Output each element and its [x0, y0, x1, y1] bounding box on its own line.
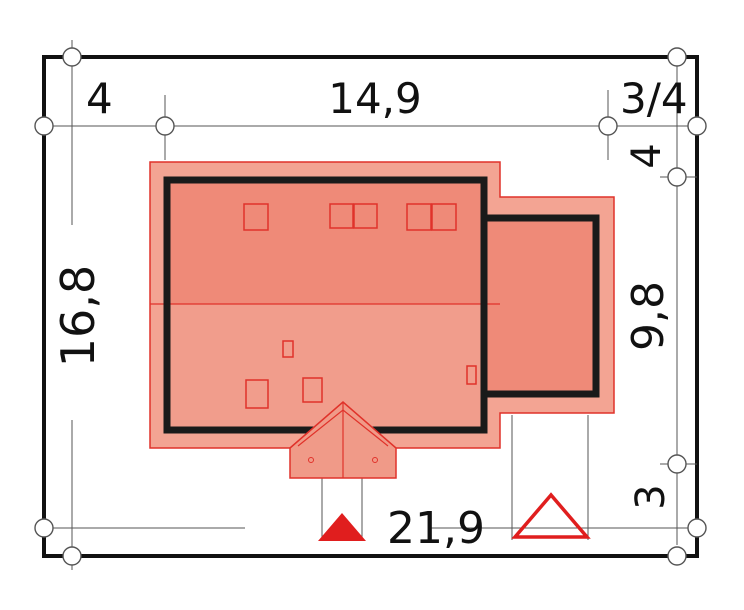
roof-window [243, 203, 269, 231]
garage-roof [486, 218, 596, 394]
filled-triangle-icon [318, 513, 366, 541]
roof-window [406, 203, 432, 231]
dimension-lines [44, 40, 697, 570]
roof-lower-slope [167, 304, 484, 430]
dim-right-mid: 9,8 [623, 281, 674, 351]
roof-window [466, 365, 477, 385]
plot-boundary [42, 55, 699, 558]
outline-triangle-icon [511, 492, 591, 539]
roof-windows [243, 203, 477, 409]
roof-upper-slope [167, 180, 484, 304]
dim-right-top: 4 [624, 143, 670, 168]
dim-top-mid: 14,9 [328, 74, 422, 123]
roof-window [329, 203, 354, 229]
dim-bottom: 21,9 [387, 503, 485, 554]
dim-top-right: 3/4 [620, 74, 688, 123]
dim-left: 16,8 [51, 265, 105, 367]
dimension-nodes [34, 47, 707, 566]
roof-window [282, 340, 294, 358]
dim-right-bottom: 3 [628, 484, 674, 509]
dim-top-left: 4 [86, 74, 113, 123]
garage-wall [484, 214, 600, 398]
roof-window [353, 203, 378, 229]
roof-window [431, 203, 457, 231]
roof-window [245, 379, 269, 409]
roof-window [302, 377, 323, 403]
house-roof [149, 161, 615, 449]
entrance-porch [289, 401, 397, 479]
